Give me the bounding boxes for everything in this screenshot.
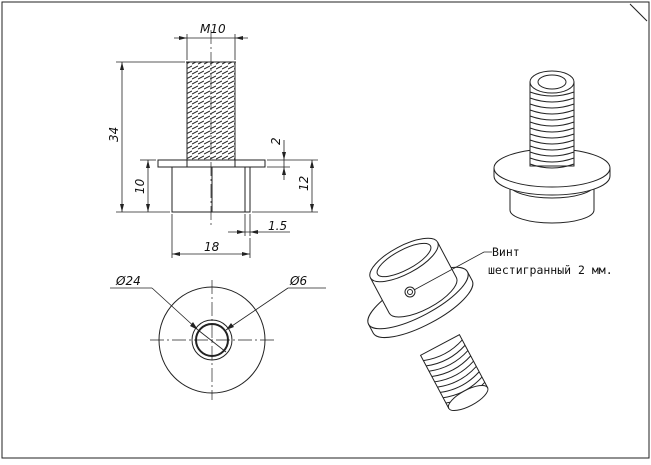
- isometric-view-lower: [367, 237, 492, 411]
- dim-inner-diameter-label: Ø6: [289, 274, 307, 288]
- arrowheads: [120, 36, 314, 256]
- flange: [157, 159, 266, 168]
- front-dimensions: [116, 34, 318, 258]
- callout-line-2: шестигранный 2 мм.: [488, 263, 613, 277]
- top-view: [110, 280, 326, 400]
- corner-mark: [629, 3, 648, 22]
- isometric-view-upper: [493, 70, 611, 224]
- callout-line-1: Винт: [492, 245, 520, 259]
- front-view: [157, 30, 266, 228]
- dim-head-height-label: 12: [297, 176, 311, 191]
- dim-head-diameter-label: 18: [204, 240, 220, 254]
- dim-flange-label: 2: [269, 137, 283, 145]
- dim-step-label: 1.5: [268, 219, 287, 233]
- dim-thread-label: M10: [200, 22, 226, 36]
- top-view-arrows: [190, 322, 234, 330]
- dim-total-height-label: 34: [107, 127, 121, 142]
- dim-outer-diameter-label: Ø24: [115, 274, 141, 288]
- dim-lower-height-label: 10: [133, 178, 147, 194]
